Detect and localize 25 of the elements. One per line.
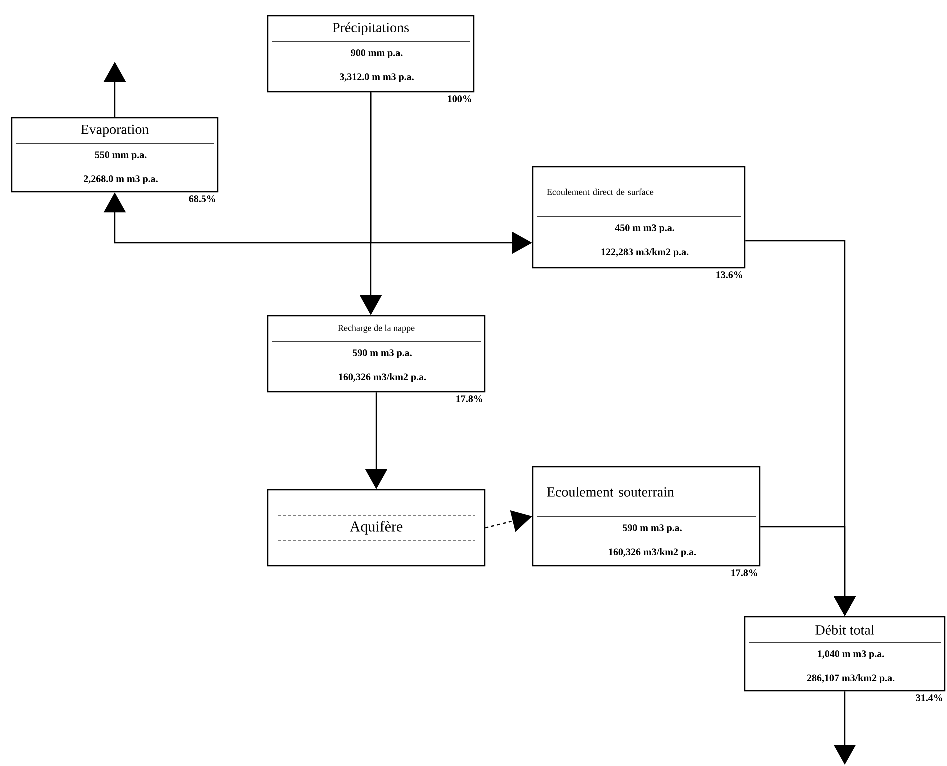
box-title: Ecoulement souterrain [547, 487, 674, 497]
box-title: Débit total [816, 625, 874, 635]
value-text: 122,283 m3/km2 p.a. [602, 248, 689, 258]
percentage-label: 100% [448, 96, 472, 102]
box-title: Ecoulement direct de surface [547, 188, 654, 196]
value-text: 590 m m3 p.a. [353, 350, 412, 358]
value-text: 550 mm p.a. [95, 152, 147, 160]
box-title: Aquifère [350, 521, 403, 535]
box-title: Evaporation [81, 124, 150, 138]
value-text: 3,312.0 m m3 p.a. [340, 74, 414, 82]
value-text: 900 mm p.a. [351, 50, 403, 58]
percentage-label: 13.6% [716, 272, 742, 278]
value-text: 286,107 m3/km2 p.a. [807, 674, 895, 684]
percentage-label: 17.8% [732, 570, 758, 576]
value-text: 160,326 m3/km2 p.a. [609, 548, 696, 558]
value-text: 1,040 m m3 p.a. [818, 650, 884, 660]
percentage-label: 17.8% [456, 396, 482, 402]
box-title: Précipitations [332, 22, 409, 36]
percentage-label: 68.5% [189, 196, 216, 202]
percentage-label: 31.4% [916, 694, 942, 702]
box-title: Recharge de la nappe [338, 324, 415, 334]
value-text: 2,268.0 m m3 p.a. [84, 176, 158, 184]
value-text: 160,326 m3/km2 p.a. [339, 373, 426, 383]
value-text: 450 m m3 p.a. [615, 224, 674, 234]
value-text: 590 m m3 p.a. [623, 524, 682, 534]
